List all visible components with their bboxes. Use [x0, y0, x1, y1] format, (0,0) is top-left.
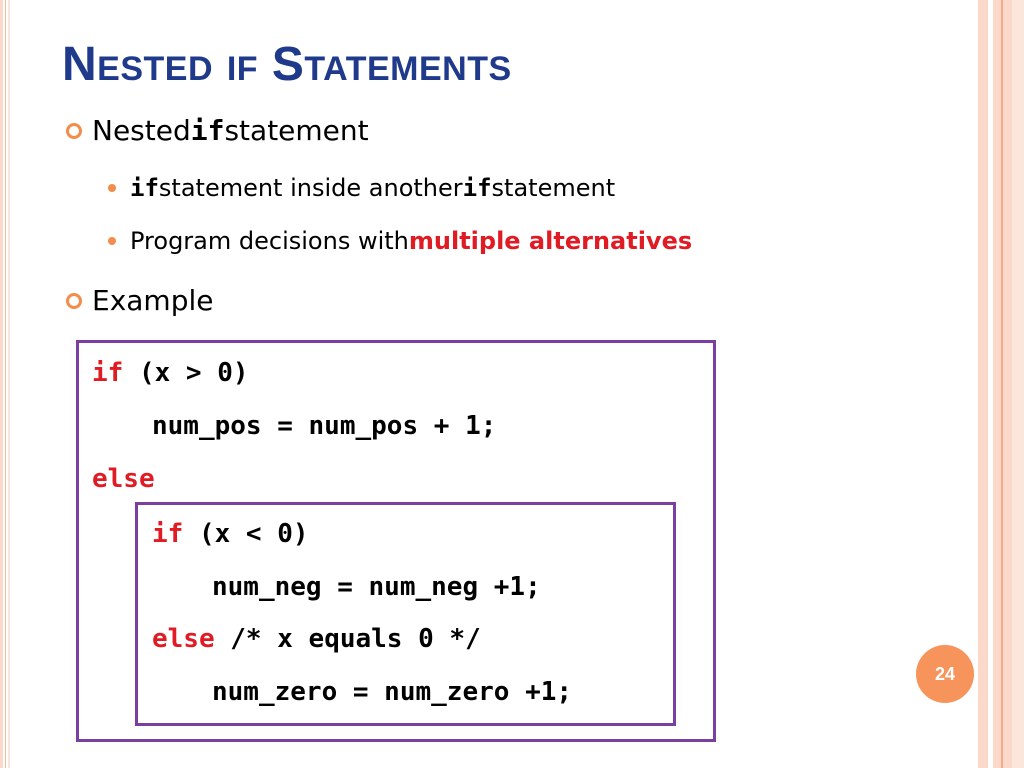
decor-stripe: [988, 0, 993, 768]
code-box-inner: [135, 502, 676, 726]
decor-line: [5, 0, 6, 768]
code-text: num_neg = num_neg +1;: [212, 572, 541, 602]
page-number: 24: [934, 663, 956, 684]
bullet-example: Example: [66, 284, 213, 317]
code-line: else: [92, 463, 155, 495]
bullet-text: Nested: [92, 114, 191, 147]
code-text: num_pos = num_pos + 1;: [152, 411, 497, 441]
decor-stripe: [993, 0, 1001, 768]
sub-bullet-keyword: if: [462, 174, 492, 202]
code-text: (x < 0): [183, 519, 309, 549]
code-keyword: if: [152, 519, 184, 549]
dot-bullet-icon: [108, 184, 116, 192]
bullet-keyword: if: [190, 114, 225, 147]
code-line: num_pos = num_pos + 1;: [152, 410, 496, 442]
sub-bullet-inside-another: if statement inside another if statement: [108, 174, 615, 202]
bullet-text: Example: [92, 284, 214, 317]
sub-bullet-keyword: if: [130, 174, 159, 202]
decor-stripe: [1003, 0, 1012, 768]
ring-bullet-icon: [66, 122, 82, 139]
decor-stripe: [1012, 0, 1024, 768]
sub-bullet-text: Program decisions with: [130, 227, 409, 255]
sub-bullet-program-decisions: Program decisions with multiple alternat…: [108, 227, 692, 255]
code-line: else /* x equals 0 */: [152, 623, 481, 655]
ring-bullet-icon: [66, 292, 82, 309]
code-box-outer: [76, 340, 716, 742]
code-text: num_zero = num_zero +1;: [212, 677, 573, 707]
slide-title: Nested if Statements: [62, 38, 512, 91]
code-keyword: else: [152, 624, 215, 654]
sub-bullet-text: statement inside another: [158, 174, 463, 202]
decor-line: [8, 0, 10, 768]
decor-stripe: [1001, 0, 1003, 768]
code-text: /* x equals 0 */: [214, 624, 481, 654]
bullet-text: statement: [224, 114, 369, 147]
dot-bullet-icon: [108, 237, 116, 245]
code-line: num_neg = num_neg +1;: [212, 571, 541, 603]
code-line: num_zero = num_zero +1;: [212, 676, 572, 708]
code-text: (x > 0): [123, 358, 249, 388]
code-keyword: if: [92, 358, 124, 388]
decor-line: [0, 0, 3, 768]
code-keyword: else: [92, 464, 155, 494]
code-line: if (x < 0): [152, 518, 309, 550]
code-line: if (x > 0): [92, 357, 249, 389]
bullet-nested-if: Nested if statement: [66, 114, 369, 147]
sub-bullet-text: statement: [491, 174, 616, 202]
sub-bullet-highlight: multiple alternatives: [408, 227, 693, 255]
page-number-badge: 24: [916, 645, 974, 703]
decor-stripe: [978, 0, 988, 768]
